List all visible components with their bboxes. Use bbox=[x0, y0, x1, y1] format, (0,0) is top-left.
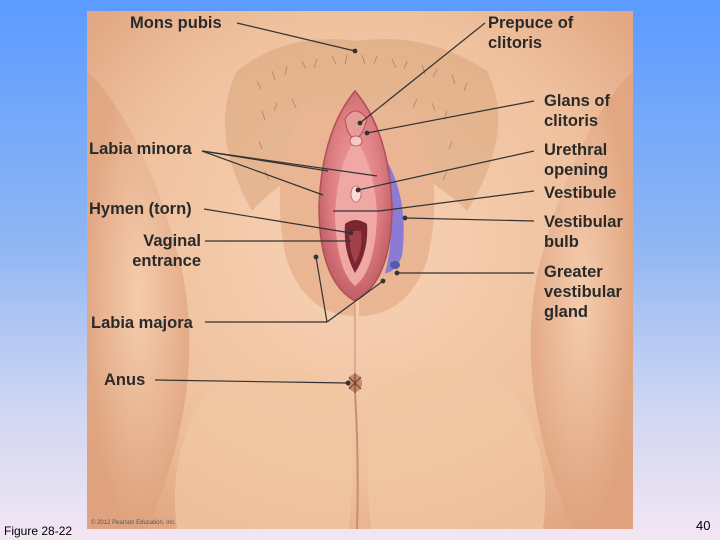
page-number: 40 bbox=[696, 518, 711, 533]
hymen-shape bbox=[349, 231, 362, 263]
label-hymen-torn: Hymen (torn) bbox=[89, 200, 192, 218]
greater-vestibular-gland-shape bbox=[390, 261, 400, 269]
urethral-opening-shape bbox=[350, 185, 362, 203]
label-anus: Anus bbox=[104, 371, 146, 389]
label-glans-of-clitoris: Glans of clitoris bbox=[544, 92, 611, 130]
label-vaginal-entrance: Vaginal entrance bbox=[132, 232, 201, 270]
right-thigh bbox=[530, 71, 633, 529]
anatomy-figure: Mons pubis Prepuce of clitoris Glans of … bbox=[87, 11, 633, 529]
glans-shape bbox=[349, 135, 363, 147]
figure-caption: Figure 28-22 bbox=[4, 524, 73, 538]
gluteal-cleft bbox=[354, 390, 359, 529]
label-labia-minora: Labia minora bbox=[89, 140, 192, 158]
label-greater-vestibular-gland: Greater vestibular gland bbox=[544, 263, 622, 321]
anus-shape bbox=[348, 373, 362, 393]
copyright-notice: © 2012 Pearson Education, Inc. bbox=[91, 520, 176, 526]
label-vestibule: Vestibule bbox=[544, 184, 617, 202]
label-prepuce-of-clitoris: Prepuce of clitoris bbox=[488, 14, 574, 52]
left-thigh bbox=[87, 71, 190, 529]
label-vestibular-bulb: Vestibular bulb bbox=[544, 213, 623, 251]
label-urethral-opening: Urethral opening bbox=[544, 141, 609, 179]
left-buttock bbox=[175, 366, 353, 529]
right-buttock bbox=[367, 366, 545, 529]
label-labia-majora: Labia majora bbox=[91, 314, 193, 332]
label-mons-pubis: Mons pubis bbox=[130, 14, 222, 32]
